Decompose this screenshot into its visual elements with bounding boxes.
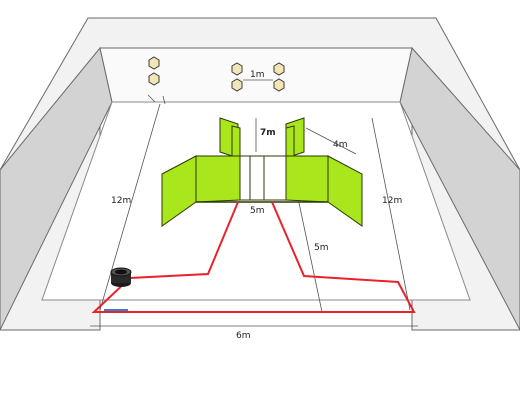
center-gap	[239, 155, 287, 201]
green-gate-structure	[161, 117, 363, 227]
right-length-label: 12m	[382, 196, 402, 206]
diag-dim-line	[305, 127, 357, 155]
left-guide-line	[99, 103, 161, 311]
top-gap-label: 1m	[250, 70, 265, 80]
back-tick-mid	[162, 95, 166, 105]
bottom-width-label: 6m	[236, 331, 251, 341]
left-length-label: 12m	[111, 196, 131, 206]
front-width-label: 5m	[250, 206, 265, 216]
floor	[41, 101, 471, 301]
robot-icon	[110, 267, 132, 287]
hexagon-pair-icon	[148, 56, 160, 86]
right-mid-label: 5m	[314, 243, 329, 253]
start-pad-icon	[104, 309, 128, 311]
right-guide-line	[371, 117, 411, 311]
back-tick-left	[147, 94, 156, 103]
panel-diagonal-label: 4m	[333, 140, 348, 150]
panel-left-front	[195, 155, 241, 203]
center-depth-label: 7m	[260, 128, 276, 138]
panel-right-front	[285, 155, 329, 203]
hexagon-markers	[148, 56, 285, 92]
hexagon-pair-icon	[231, 62, 243, 92]
panel-right-pillar	[285, 125, 295, 159]
gate-details	[196, 156, 328, 203]
arena-walls	[0, 17, 520, 331]
robot-route	[91, 201, 416, 313]
panel-left-pillar	[231, 125, 241, 159]
hexagon-pair-icon	[273, 62, 285, 92]
